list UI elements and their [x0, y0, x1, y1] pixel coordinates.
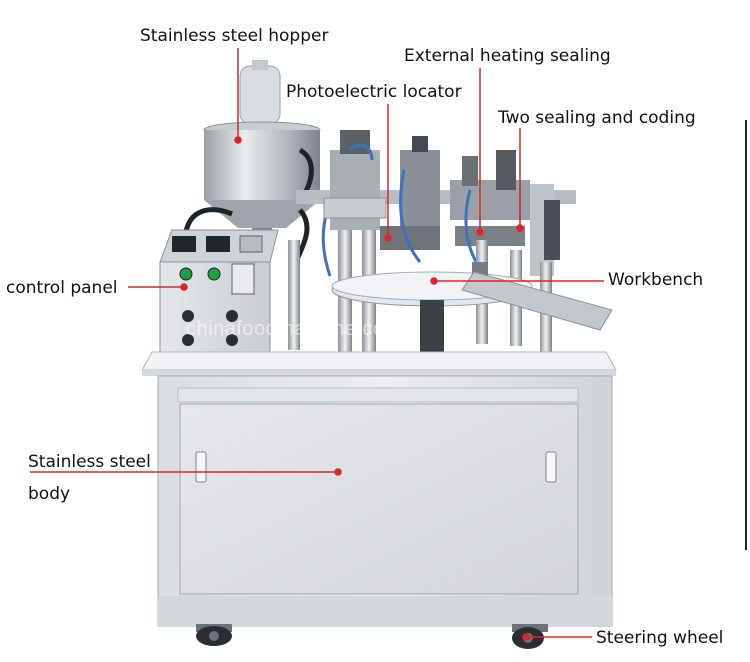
label-workbench: Workbench: [608, 270, 704, 290]
label-control: control panel: [6, 278, 118, 298]
body-leader-dot: [334, 468, 342, 476]
locator-leader-dot: [384, 234, 392, 242]
label-body-line1: Stainless steel: [28, 452, 151, 472]
wheels-shape: [196, 624, 548, 649]
heating-leader-dot: [476, 228, 484, 236]
hopper-leader-dot: [234, 136, 242, 144]
control-panel-shape: [159, 229, 279, 359]
watermark-text: chinafoodmachine.com: [186, 318, 402, 340]
label-hopper: Stainless steel hopper: [140, 26, 329, 46]
label-coding: Two sealing and coding: [498, 108, 696, 128]
workbench-shape: [331, 262, 613, 352]
label-locator: Photoelectric locator: [286, 82, 462, 102]
label-heating: External heating sealing: [404, 46, 611, 66]
coding-leader-dot: [516, 224, 524, 232]
hopper-shape: [203, 121, 321, 248]
workbench-leader-dot: [430, 277, 438, 285]
cabinet-shape: [157, 375, 613, 627]
scroll-edge: [745, 120, 747, 550]
label-body-line2: body: [28, 484, 71, 504]
mechanism-shape: [296, 130, 576, 277]
label-wheel: Steering wheel: [596, 628, 724, 648]
table-top-shape: [141, 351, 617, 376]
control-leader-dot: [180, 283, 188, 291]
wheel-leader-dot: [522, 633, 530, 641]
leader-lines: [30, 48, 604, 641]
